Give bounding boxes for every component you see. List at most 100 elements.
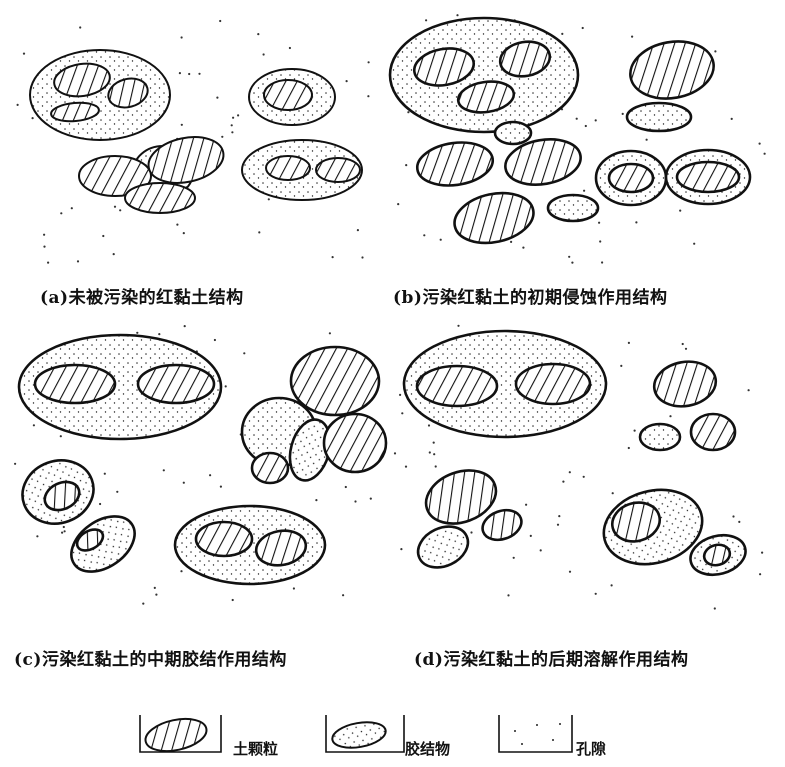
panel-d-diagram [404,331,750,581]
pore-dot [611,584,613,586]
soil-particle [291,347,379,415]
caption-c: (c)污染红黏土的中期胶结作用结构 [14,645,287,670]
legend-pore-dot [559,723,561,725]
pore-dot [219,20,221,22]
pore-dot [576,118,578,120]
pore-dot [357,229,359,231]
pore-dot [198,73,200,75]
pore-dot [47,262,49,264]
pore-dot [43,246,45,248]
pore-dot [759,573,761,575]
pore-dot [231,131,233,133]
legend-particle-swatch [143,714,210,756]
pore-dot [181,36,183,38]
pore-dot [583,476,585,478]
pore-dot [738,521,740,523]
pore-dot [220,486,222,488]
pore-dot [354,500,356,502]
pore-dot [36,535,38,537]
pore-dot [620,365,622,367]
pore-dot [401,412,403,414]
pore-dot [158,333,160,335]
pore-dot [682,343,684,345]
legend-pore-dot [552,739,554,741]
legend-cement-swatch [330,718,387,751]
pore-dot [583,190,585,192]
soil-particle [626,35,718,105]
caption-d: (d)污染红黏土的后期溶解作用结构 [414,645,688,670]
soil-particle [324,414,386,472]
pore-dot [394,452,396,454]
pore-dot [104,473,106,475]
soil-particle [196,522,252,556]
pore-dot [429,451,431,453]
pore-dot [759,143,761,145]
pore-dot [585,125,587,127]
pore-dot [635,221,637,223]
pore-dot [569,571,571,573]
pore-dot [612,492,614,494]
pore-dot [136,332,138,334]
pore-dot [428,424,430,426]
legend-pore-dot [514,730,516,732]
panel-c-diagram [14,335,386,584]
soil-particle [651,357,720,411]
pore-dot [231,124,233,126]
pore-dot [582,27,584,29]
legend-label-cement: 胶结物 [405,738,450,759]
pore-dot [257,33,259,35]
pore-dot [423,234,425,236]
cement-particle [411,519,474,575]
panel-a-diagram [30,50,362,213]
pore-dot [315,499,317,501]
cement-particle [640,424,680,450]
panel-b-diagram [390,18,750,250]
pore-dot [179,72,181,74]
pore-dot [268,198,270,200]
pore-dot [507,594,509,596]
pore-dot [631,36,633,38]
pore-dot [530,535,532,537]
pore-dot [183,232,185,234]
pore-dot [601,261,603,263]
pore-dot [470,531,472,533]
pore-dot [361,256,363,258]
pore-dot [622,113,624,115]
pore-dot [568,256,570,258]
pore-dot [71,207,73,209]
pore-dot [522,247,524,249]
pore-dot [367,95,369,97]
pore-dot [60,435,62,437]
pore-dot [293,587,295,589]
pore-dot [237,114,239,116]
pore-dot [433,442,435,444]
pore-dot [289,47,291,49]
soil-particle [252,453,288,483]
pore-dot [258,231,260,233]
pore-dot [17,104,19,106]
pore-dot [693,243,695,245]
soil-particle [516,364,590,404]
pore-dot [598,222,600,224]
pore-dot [407,111,409,113]
pore-dot [405,164,407,166]
pore-dot [33,424,35,426]
pore-dot [102,235,104,237]
soil-particle [264,80,312,110]
pore-dot [23,53,25,55]
pore-dot [669,415,671,417]
pore-dot [209,474,211,476]
soil-particle [414,138,495,190]
pore-dot [346,80,348,82]
pore-dot [163,469,165,471]
pore-dot [525,504,527,506]
pore-dot [540,549,542,551]
pore-dot [400,548,402,550]
pore-dot [731,118,733,120]
pore-dot [399,394,401,396]
pore-dot [370,498,372,500]
pore-dot [64,530,66,532]
pore-dot [628,342,630,344]
legend-label-pore: 孔隙 [576,738,606,759]
pore-dot [628,447,630,449]
